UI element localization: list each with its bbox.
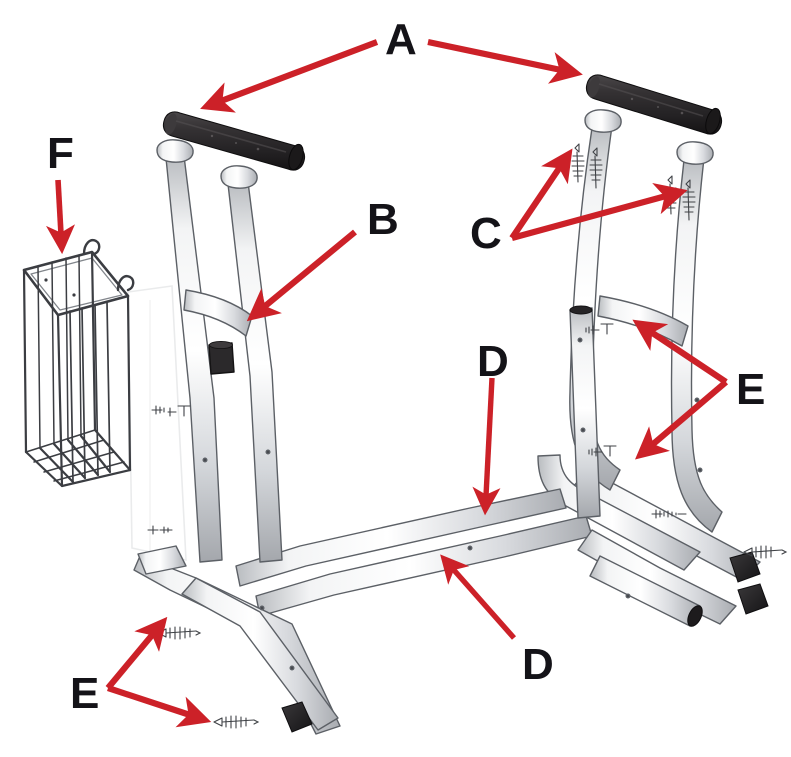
screw-e-mounted-4 (151, 405, 191, 417)
callout-label-f: F (47, 129, 74, 178)
arrow-e-right-upper (632, 319, 728, 385)
arrow-a-left (200, 39, 379, 113)
screw-loose-2 (213, 715, 260, 729)
callout-label-d-lower: D (522, 640, 554, 689)
screw-loose-1 (157, 626, 202, 640)
arrow-c-lower (511, 183, 688, 241)
arrow-f (45, 179, 76, 255)
rubber-end-caps (281, 551, 769, 733)
screw-c-left-b (589, 147, 603, 189)
screw-c-right-a (664, 175, 678, 215)
arrow-a-right (427, 38, 583, 84)
screw-e-mounted-1 (585, 323, 614, 335)
front-upright-yoke (156, 139, 283, 563)
screw-e-mounted-3 (651, 509, 687, 519)
callout-label-c: C (470, 209, 502, 258)
screw-c-left-a (571, 143, 585, 183)
callout-label-e-left: E (70, 669, 100, 718)
screw-e-mounted-5 (147, 525, 173, 535)
arrow-e-left-upper (105, 616, 168, 690)
wire-accessory-basket (22, 239, 135, 488)
screw-e-mounted-2 (588, 445, 617, 457)
screw-loose-3 (743, 545, 788, 559)
callout-label-d-upper: D (477, 337, 509, 386)
arrow-e-left-lower (107, 685, 212, 728)
arrow-e-right-lower (635, 379, 729, 460)
left-foam-grip (162, 111, 306, 171)
arrow-d-lower (440, 554, 517, 640)
callout-arrows (45, 38, 729, 728)
arrow-b (246, 229, 357, 322)
callout-label-e-right: E (736, 365, 766, 414)
callout-label-b: B (367, 195, 399, 244)
callout-label-a: A (385, 15, 417, 64)
arrow-d-upper (472, 377, 501, 516)
arrow-c-upper (509, 148, 573, 240)
ghost-outline (127, 285, 187, 562)
right-foam-grip (585, 74, 723, 135)
